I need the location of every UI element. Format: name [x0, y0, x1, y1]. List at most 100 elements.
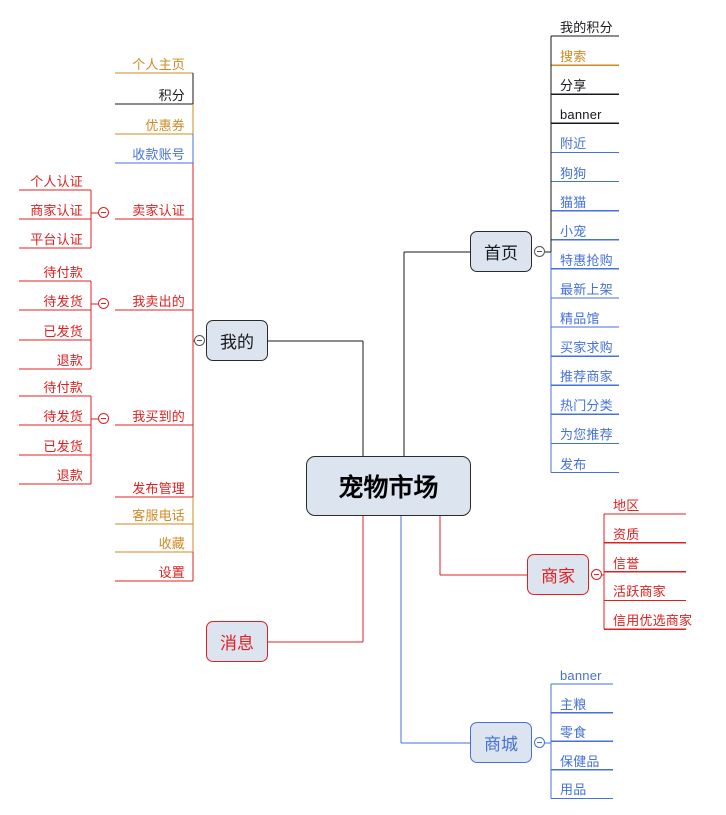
leaf-mine_children-5[interactable]: 我卖出的: [111, 294, 189, 312]
leaf-home_children-8[interactable]: 特惠抢购: [556, 253, 617, 271]
leaf-home_children-4[interactable]: 附近: [556, 136, 590, 154]
node-mine-label: 我的: [220, 333, 254, 352]
leaf-label: 搜索: [560, 49, 587, 65]
leaf-mine_children-0[interactable]: 个人主页: [111, 57, 189, 75]
leaf-merchant_children-0[interactable]: 地区: [609, 498, 643, 516]
collapse-handle-mine[interactable]: [194, 335, 205, 346]
leaf-label: 设置: [158, 565, 185, 580]
leaf-home_children-1[interactable]: 搜索: [556, 49, 590, 67]
leaf-label: 收藏: [158, 536, 185, 551]
leaf-label: 发布管理: [132, 481, 185, 496]
leaf-label: 退款: [56, 353, 83, 368]
leaf-home_children-0[interactable]: 我的积分: [556, 20, 617, 38]
leaf-home_children-7[interactable]: 小宠: [556, 224, 590, 242]
node-merchant[interactable]: 商家: [527, 554, 589, 595]
leaf-label: 用品: [560, 782, 587, 798]
leaf-home_children-15[interactable]: 发布: [556, 457, 590, 475]
leaf-home_children-13[interactable]: 热门分类: [556, 398, 617, 416]
leaf-seller_auth_children-1[interactable]: 商家认证: [15, 203, 87, 221]
leaf-label: 我卖出的: [132, 294, 185, 309]
leaf-home_children-11[interactable]: 买家求购: [556, 340, 617, 358]
leaf-label: 积分: [158, 88, 185, 103]
leaf-sold_children-0[interactable]: 待付款: [15, 265, 87, 283]
leaf-home_children-9[interactable]: 最新上架: [556, 282, 617, 300]
leaf-label: 保健品: [560, 753, 600, 769]
leaf-label: 猫猫: [560, 194, 587, 210]
leaf-label: banner: [560, 107, 602, 123]
leaf-merchant_children-2[interactable]: 信誉: [609, 556, 643, 574]
leaf-label: 平台认证: [30, 232, 83, 247]
leaf-home_children-6[interactable]: 猫猫: [556, 195, 590, 213]
leaf-mall_children-0[interactable]: banner: [556, 668, 606, 686]
leaf-home_children-5[interactable]: 狗狗: [556, 166, 590, 184]
node-mine[interactable]: 我的: [206, 320, 268, 361]
leaf-mine_children-10[interactable]: 设置: [111, 565, 189, 583]
leaf-mall_children-2[interactable]: 零食: [556, 725, 590, 743]
leaf-merchant_children-1[interactable]: 资质: [609, 527, 643, 545]
leaf-label: 收款账号: [132, 147, 185, 162]
leaf-label: 小宠: [560, 223, 587, 239]
leaf-home_children-2[interactable]: 分享: [556, 78, 590, 96]
leaf-mine_children-9[interactable]: 收藏: [111, 536, 189, 554]
leaf-bought_children-1[interactable]: 待发货: [15, 409, 87, 427]
leaf-label: 我的积分: [560, 20, 613, 35]
leaf-label: 狗狗: [560, 165, 587, 181]
leaf-mine_children-7[interactable]: 发布管理: [111, 481, 189, 499]
leaf-label: 分享: [560, 78, 587, 94]
leaf-mall_children-3[interactable]: 保健品: [556, 754, 604, 772]
node-home[interactable]: 首页: [470, 231, 532, 272]
collapse-handle-home[interactable]: [534, 246, 545, 257]
node-home-label: 首页: [484, 244, 518, 263]
node-message[interactable]: 消息: [206, 621, 268, 662]
leaf-home_children-14[interactable]: 为您推荐: [556, 427, 617, 445]
collapse-handle-mall[interactable]: [534, 737, 545, 748]
leaf-seller_auth_children-0[interactable]: 个人认证: [15, 174, 87, 192]
leaf-mall_children-1[interactable]: 主粮: [556, 697, 590, 715]
leaf-mine_children-3[interactable]: 收款账号: [111, 147, 189, 165]
collapse-handle-bought[interactable]: [98, 413, 109, 424]
collapse-handle-merchant[interactable]: [591, 569, 602, 580]
leaf-label: 优惠券: [145, 118, 185, 133]
leaf-seller_auth_children-2[interactable]: 平台认证: [15, 232, 87, 250]
leaf-label: 信誉: [613, 555, 640, 571]
leaf-label: 地区: [613, 498, 640, 513]
leaf-label: 信用优选商家: [613, 613, 693, 629]
leaf-label: 零食: [560, 725, 587, 741]
leaf-label: 我买到的: [132, 409, 185, 424]
node-mall[interactable]: 商城: [470, 722, 532, 763]
leaf-home_children-12[interactable]: 推荐商家: [556, 369, 617, 387]
leaf-label: 商家认证: [30, 203, 83, 218]
leaf-home_children-10[interactable]: 精品馆: [556, 311, 604, 329]
leaf-label: 推荐商家: [560, 369, 613, 385]
collapse-handle-sold[interactable]: [98, 298, 109, 309]
leaf-sold_children-1[interactable]: 待发货: [15, 294, 87, 312]
leaf-bought_children-3[interactable]: 退款: [15, 468, 87, 486]
leaf-bought_children-0[interactable]: 待付款: [15, 380, 87, 398]
leaf-sold_children-3[interactable]: 退款: [15, 353, 87, 371]
leaf-label: 待付款: [43, 380, 83, 395]
leaf-sold_children-2[interactable]: 已发货: [15, 324, 87, 342]
leaf-label: 买家求购: [560, 340, 613, 356]
collapse-handle-seller-auth[interactable]: [98, 207, 109, 218]
leaf-mine_children-6[interactable]: 我买到的: [111, 409, 189, 427]
leaf-merchant_children-3[interactable]: 活跃商家: [609, 584, 670, 602]
central-node-label: 宠物市场: [338, 474, 439, 502]
leaf-mine_children-2[interactable]: 优惠券: [111, 118, 189, 136]
leaf-label: 特惠抢购: [560, 252, 613, 268]
leaf-label: 发布: [560, 456, 587, 472]
leaf-mine_children-4[interactable]: 卖家认证: [111, 203, 189, 221]
leaf-label: 主粮: [560, 696, 587, 712]
node-message-label: 消息: [220, 634, 254, 653]
leaf-label: 已发货: [43, 324, 83, 339]
leaf-label: 精品馆: [560, 311, 600, 326]
leaf-bought_children-2[interactable]: 已发货: [15, 439, 87, 457]
leaf-merchant_children-4[interactable]: 信用优选商家: [609, 613, 696, 631]
leaf-mall_children-4[interactable]: 用品: [556, 782, 590, 800]
leaf-mine_children-1[interactable]: 积分: [111, 88, 189, 106]
central-node[interactable]: 宠物市场: [306, 456, 471, 516]
leaf-home_children-3[interactable]: banner: [556, 107, 606, 125]
leaf-label: 附近: [560, 136, 587, 152]
leaf-mine_children-8[interactable]: 客服电话: [111, 508, 189, 526]
